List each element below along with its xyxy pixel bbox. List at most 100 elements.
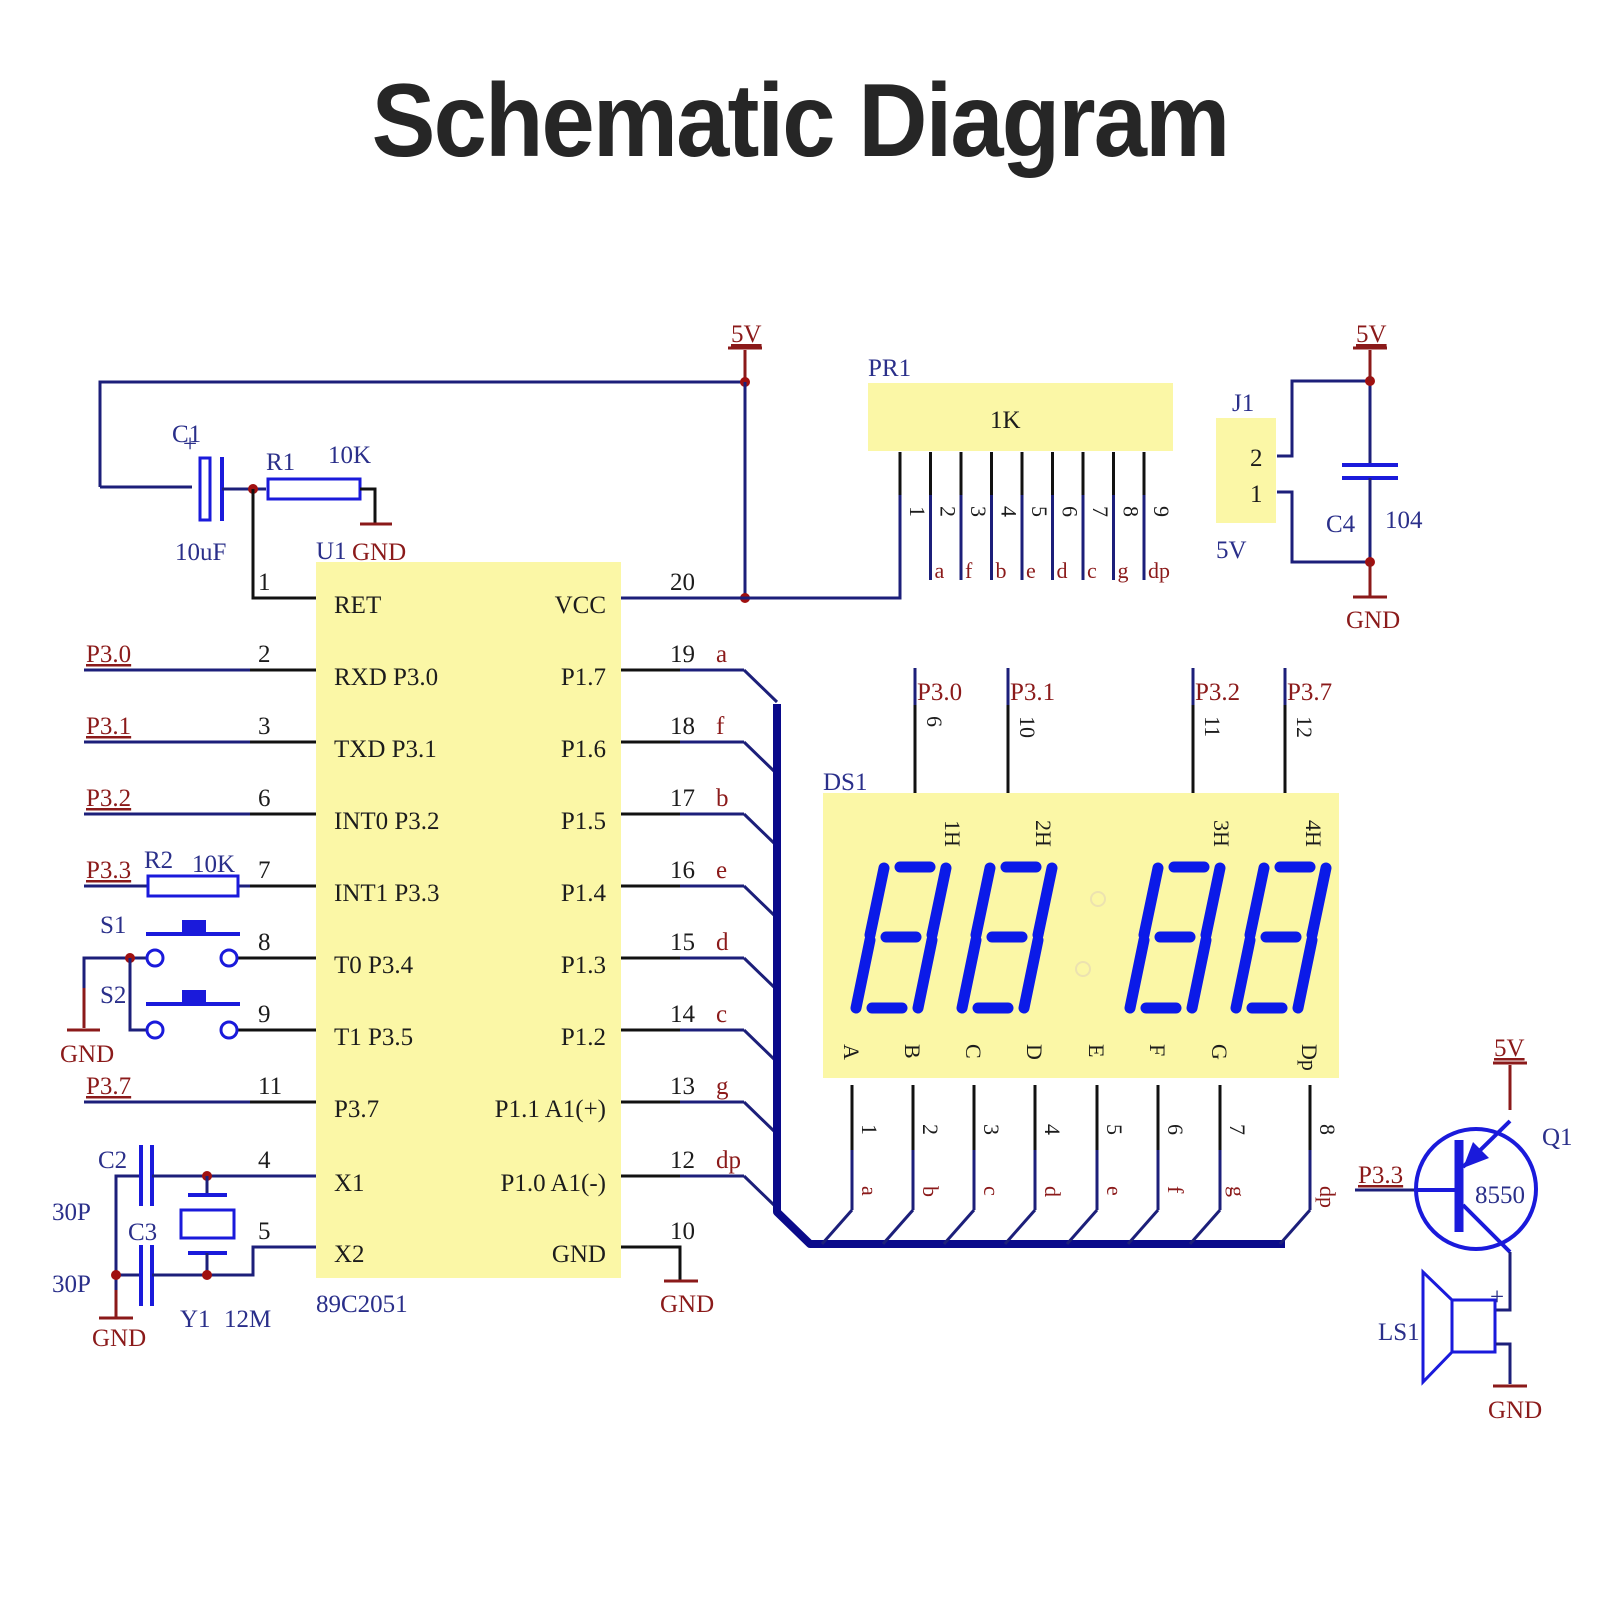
colon-dot	[1090, 891, 1106, 907]
reset-circuit: + C1 10uF R1 10K GND 5V	[98, 321, 762, 603]
pin-number: 7	[258, 857, 271, 884]
xtal-ref: Y1	[180, 1306, 211, 1333]
segment-pin-number: 8	[1315, 1124, 1340, 1135]
segment-letter: G	[1207, 1044, 1232, 1060]
s2-ref: S2	[100, 982, 126, 1009]
pin-name: T0 P3.4	[334, 952, 414, 979]
j1-gnd-label: GND	[1346, 607, 1400, 634]
segment-b	[1200, 862, 1226, 941]
net-label: b	[716, 785, 729, 812]
switch-gnd-label: GND	[60, 1041, 114, 1068]
seven-segment-digit	[1230, 861, 1332, 1014]
j1-5v-label: 5V	[1356, 321, 1387, 348]
pr1-ref: PR1	[868, 355, 911, 382]
net-label: dp	[716, 1147, 741, 1174]
common-net-label: P3.7	[1287, 679, 1332, 706]
5v-label: 5V	[731, 321, 762, 348]
segment-e	[850, 934, 876, 1014]
wire-vcc-pr1	[621, 452, 902, 600]
segment-b	[1032, 862, 1058, 941]
segment-pin-number: 5	[1102, 1124, 1127, 1135]
wire-cap-common	[114, 1174, 140, 1318]
bus-entry	[742, 956, 779, 992]
pr1-pin-number: 2	[936, 506, 961, 517]
pin-name: INT1 P3.3	[334, 880, 440, 907]
segment-f	[1138, 862, 1164, 941]
segment-e	[956, 934, 982, 1014]
bus-entry	[742, 1028, 779, 1064]
bus-entry	[742, 740, 779, 776]
pin-number: 13	[670, 1073, 695, 1100]
resistor-r2: R2 10K	[144, 847, 240, 898]
wire-r1-gnd	[360, 487, 377, 523]
segment-net-label: e	[1102, 1186, 1127, 1196]
pr1-net-label: dp	[1148, 558, 1170, 583]
segment-pin-number: 3	[979, 1124, 1004, 1135]
pin-number: 12	[670, 1147, 695, 1174]
pin-number: 18	[670, 713, 695, 740]
junction-dot	[202, 1270, 212, 1280]
s2-contact	[145, 1020, 165, 1040]
pin-number: 19	[670, 641, 695, 668]
wire-s2	[128, 958, 152, 1032]
segment-bus	[773, 704, 1312, 1248]
segment-c	[912, 934, 938, 1014]
net-label: e	[716, 857, 727, 884]
pin-name: X1	[334, 1170, 365, 1197]
bus-entry	[820, 1209, 854, 1245]
segment-f	[970, 862, 996, 941]
segment-letter: B	[900, 1044, 925, 1059]
pr1-pin-number: 1	[905, 506, 930, 517]
base-net-label: P3.3	[1358, 1162, 1403, 1189]
pin-name: VCC	[555, 592, 606, 619]
bus-entry	[942, 1209, 976, 1245]
pr1-value: 1K	[990, 407, 1021, 434]
common-pin-number: 6	[922, 716, 947, 727]
bus-entry	[742, 812, 779, 848]
segment-pin-number: 6	[1163, 1124, 1188, 1135]
wire-gnd-pin	[621, 1245, 682, 1280]
display-ref: DS1	[823, 769, 867, 796]
bus-entry	[742, 1174, 779, 1210]
mcu-body	[316, 562, 621, 1278]
pin-name: P1.0 A1(-)	[500, 1170, 606, 1197]
j1-label: 5V	[1216, 537, 1247, 564]
seven-segment-digit	[1124, 861, 1226, 1014]
digit-label: 1H	[940, 820, 965, 847]
segment-letter: E	[1084, 1044, 1109, 1057]
segment-c	[1292, 934, 1318, 1014]
segment-net-label: a	[857, 1186, 882, 1196]
pin-name: P1.2	[561, 1024, 606, 1051]
colon-dot	[1075, 961, 1091, 977]
segment-e	[1230, 934, 1256, 1014]
r2-ref: R2	[144, 847, 173, 874]
s1-ref: S1	[100, 912, 126, 939]
net-label: a	[716, 641, 727, 668]
segment-b	[1306, 862, 1332, 941]
power-connector: J1 2 1 5V 5V GND C4 104	[1216, 321, 1423, 634]
segment-e	[1124, 934, 1150, 1014]
net-label: P3.3	[86, 857, 131, 884]
crystal-circuit: GND C2 C3 30P 30P Y1 12M	[52, 1145, 316, 1352]
segment-pin-number: 2	[918, 1124, 943, 1135]
c2-ref: C2	[98, 1147, 127, 1174]
segment-net-label: f	[1163, 1186, 1188, 1194]
j1-ref: J1	[1232, 390, 1254, 417]
wire-5v-rail	[98, 380, 745, 487]
pin-name: P1.4	[561, 880, 607, 907]
wire-speaker-neg	[1496, 1342, 1512, 1384]
emitter-arrow-icon	[1463, 1142, 1489, 1168]
pin-number: 2	[258, 641, 271, 668]
xtal-body	[179, 1208, 236, 1240]
bus-taps	[820, 1209, 1312, 1245]
wire-j1-pin2	[1277, 379, 1370, 458]
pin-number: 11	[258, 1073, 282, 1100]
pin-name: RXD P3.0	[334, 664, 438, 691]
xtal-value: 12M	[224, 1306, 271, 1333]
bus-entry	[1188, 1209, 1222, 1245]
pin-number: 9	[258, 1001, 271, 1028]
